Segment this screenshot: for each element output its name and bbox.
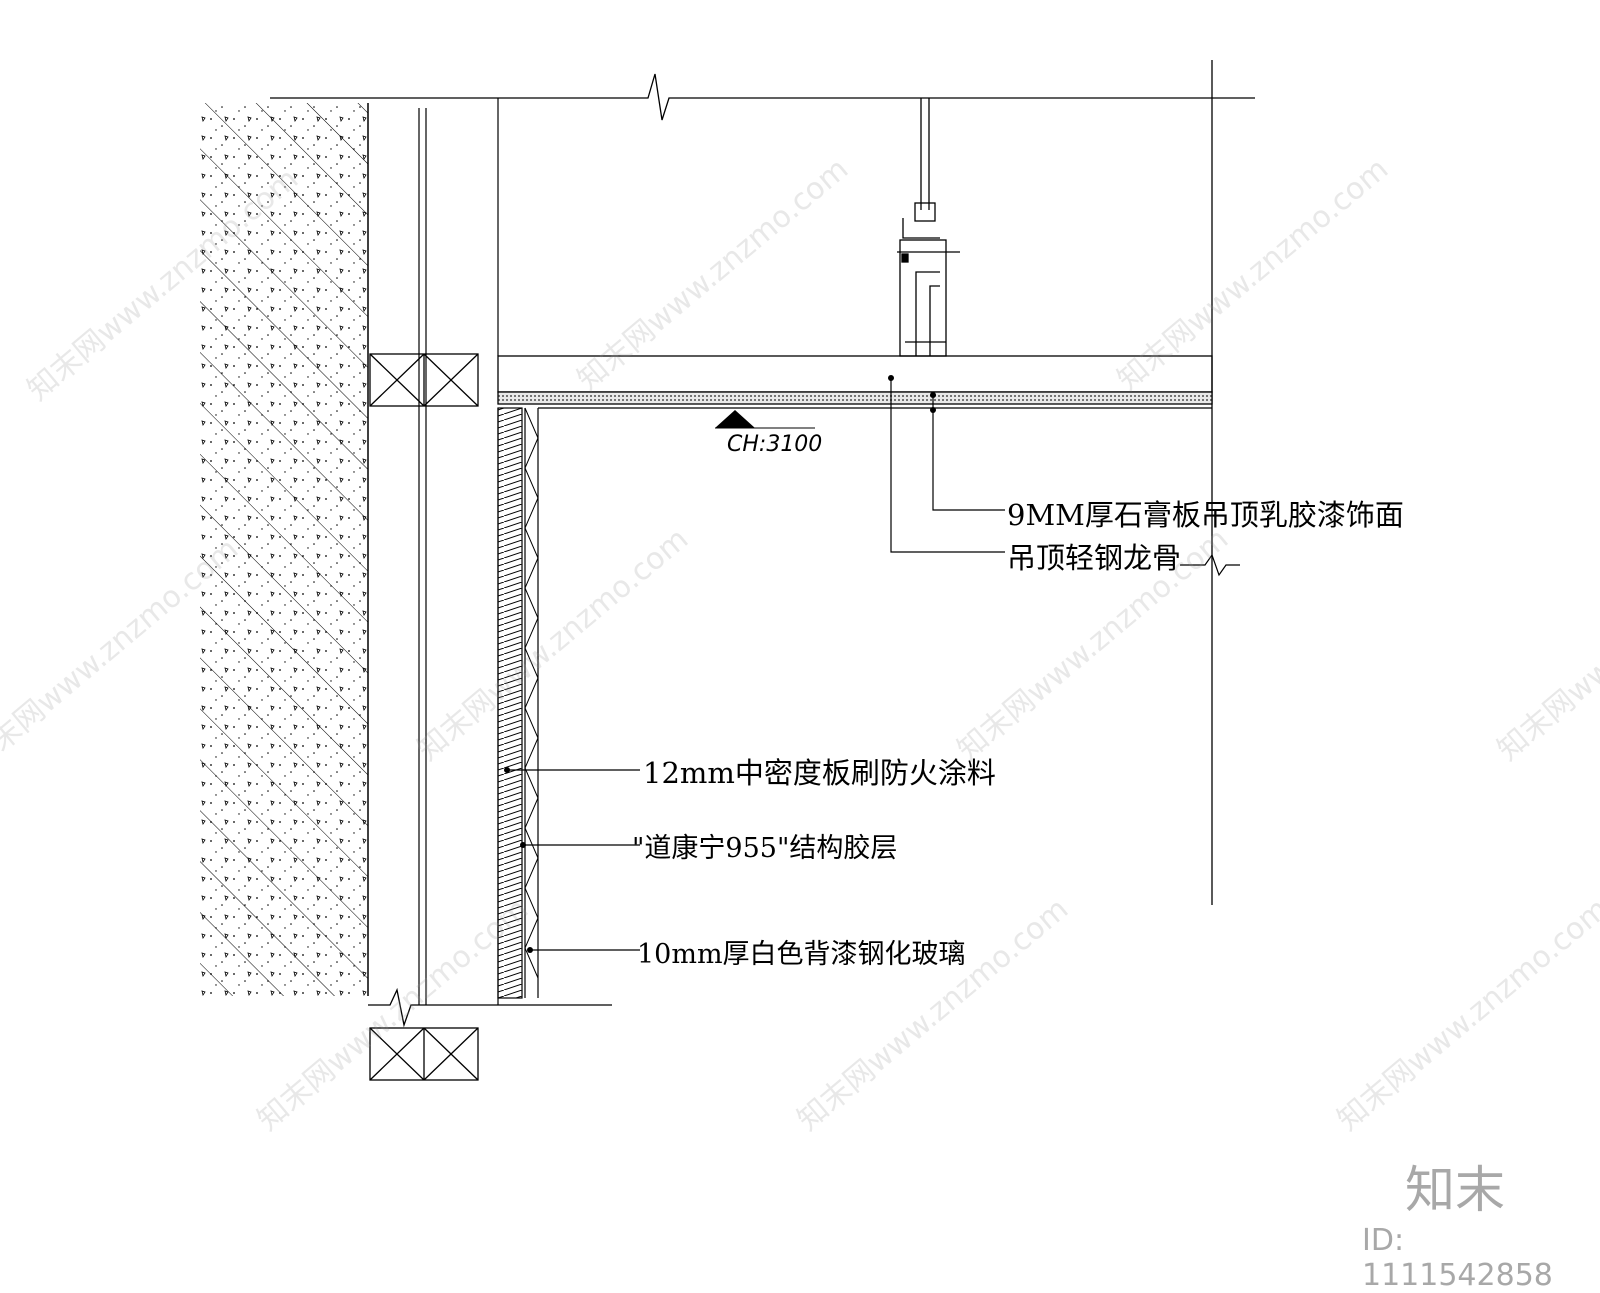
wood-blocking-lower [369,1027,479,1081]
annotation-glue-layer: "道康宁955"结构胶层 [632,833,898,864]
annotation-mdf-board: 12mm中密度板刷防火涂料 [643,756,996,790]
wall-stud-lines [418,98,499,1005]
brand-logo: 知末 [1405,1161,1505,1219]
annotation-ceiling-keel: 吊顶轻钢龙骨 [1007,541,1182,575]
leader-lines [507,378,1005,951]
ceiling-height-label: CH:3100 [727,432,823,457]
bottom-break-line [368,987,612,1028]
ceiling-hanger [897,98,960,357]
annotation-glass: 10mm厚白色背漆钢化玻璃 [637,939,966,970]
concrete-wall [200,103,369,996]
leader-dots [504,375,936,953]
wall-finish-layers [497,407,539,999]
annotation-ceiling-board: 9MM厚石膏板吊顶乳胶漆饰面 [1007,498,1404,532]
wood-blocking-upper [369,353,479,407]
brand-id: ID: 1111542858 [1362,1223,1553,1293]
top-break-line [270,60,1255,905]
ceiling-height-marker [715,410,815,429]
ceiling-assembly [497,355,1213,409]
right-break-symbol [1180,553,1240,577]
